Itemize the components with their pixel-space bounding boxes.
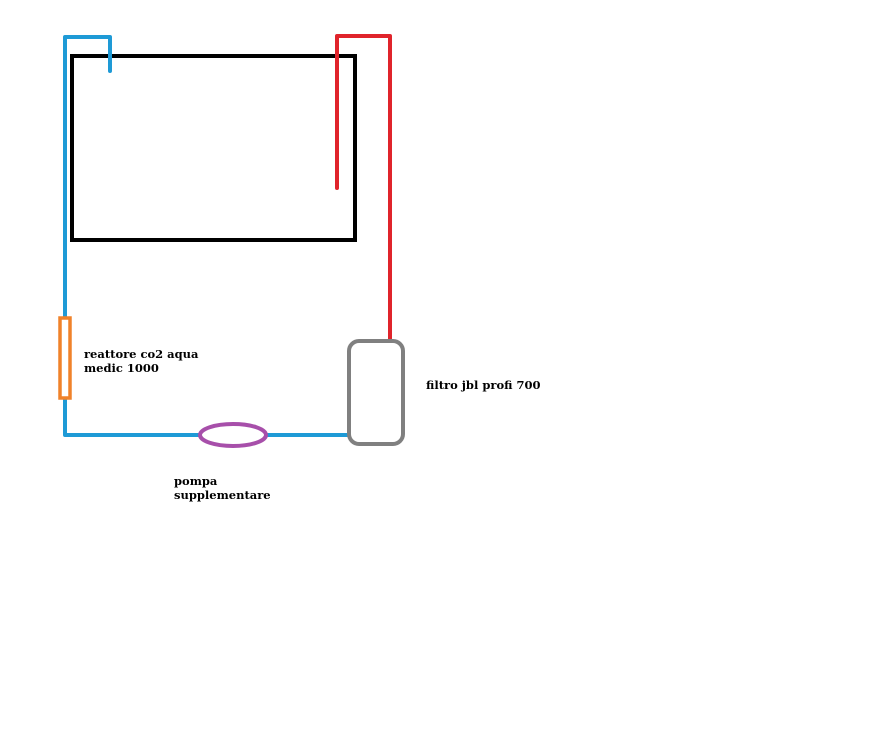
blue-pipe-reactor-to-pump xyxy=(63,396,202,437)
jbl-filter xyxy=(347,339,405,446)
pump-label-line-1: pompa xyxy=(174,474,218,488)
red-return-pipe xyxy=(335,34,392,343)
reactor-label-line-2: medic 1000 xyxy=(84,361,159,375)
supplementary-pump xyxy=(198,422,268,448)
co2-reactor xyxy=(58,316,72,400)
pump-label-line-2: supplementare xyxy=(174,488,271,502)
blue-pipe-tank-to-reactor xyxy=(63,35,112,320)
filter-label: filtro jbl profi 700 xyxy=(426,378,566,392)
filter-label-line-1: filtro jbl profi 700 xyxy=(426,378,541,392)
pump-label: pompa supplementare xyxy=(174,474,284,502)
aquarium-tank xyxy=(70,54,357,242)
reactor-label: reattore co2 aqua medic 1000 xyxy=(84,347,199,375)
reactor-label-line-1: reattore co2 aqua xyxy=(84,347,199,361)
